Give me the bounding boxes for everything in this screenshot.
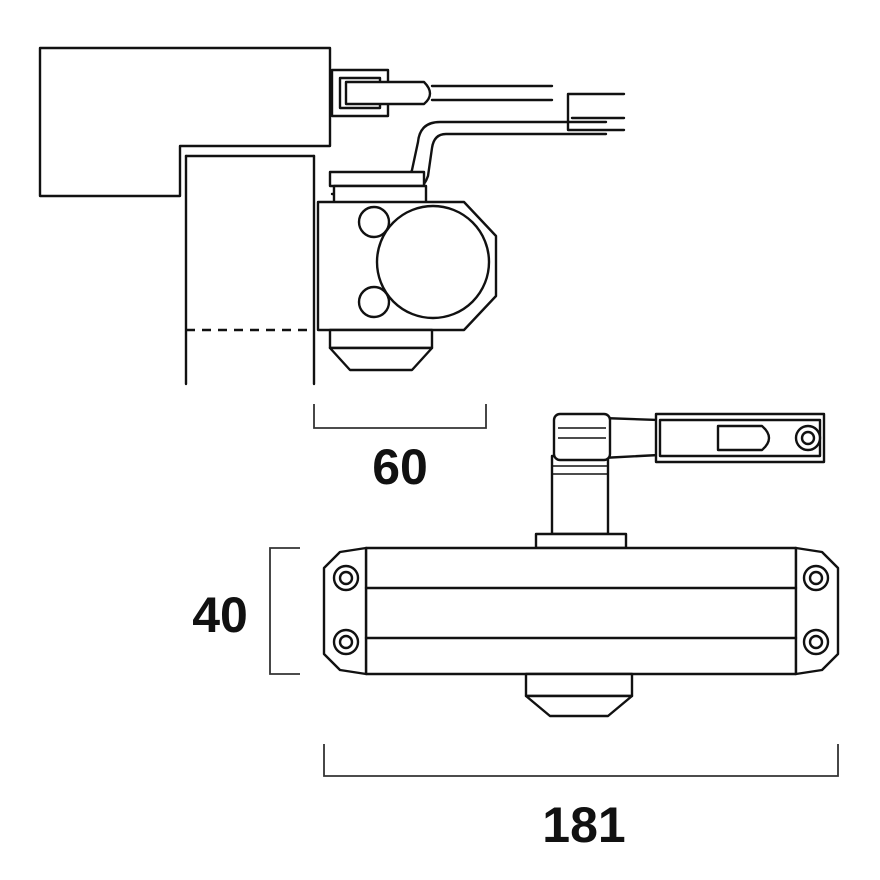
frame-arm-shoe	[330, 68, 554, 118]
screw-icon	[332, 628, 360, 656]
side-view: 60	[38, 46, 626, 495]
length-label: 181	[542, 797, 625, 853]
depth-label: 60	[372, 439, 428, 495]
depth-dimension: 60	[313, 404, 487, 495]
height-dimension: 40	[192, 547, 300, 675]
arm-end-bracket	[566, 92, 626, 132]
length-dimension: 181	[323, 744, 839, 853]
screw-icon	[802, 628, 830, 656]
screw-icon	[802, 564, 830, 592]
pinion-spindle	[534, 454, 628, 550]
screw-icon	[332, 564, 360, 592]
bent-arm	[328, 120, 608, 196]
closer-body-front	[322, 546, 840, 676]
door-frame	[38, 46, 332, 198]
door-leaf	[184, 154, 316, 386]
valve-cap-side	[328, 328, 434, 372]
closer-body-side	[316, 184, 498, 332]
arm-shoe-front	[654, 412, 826, 464]
front-view: 40 181	[192, 412, 840, 853]
height-label: 40	[192, 587, 248, 643]
valve-cap-front	[524, 672, 634, 718]
